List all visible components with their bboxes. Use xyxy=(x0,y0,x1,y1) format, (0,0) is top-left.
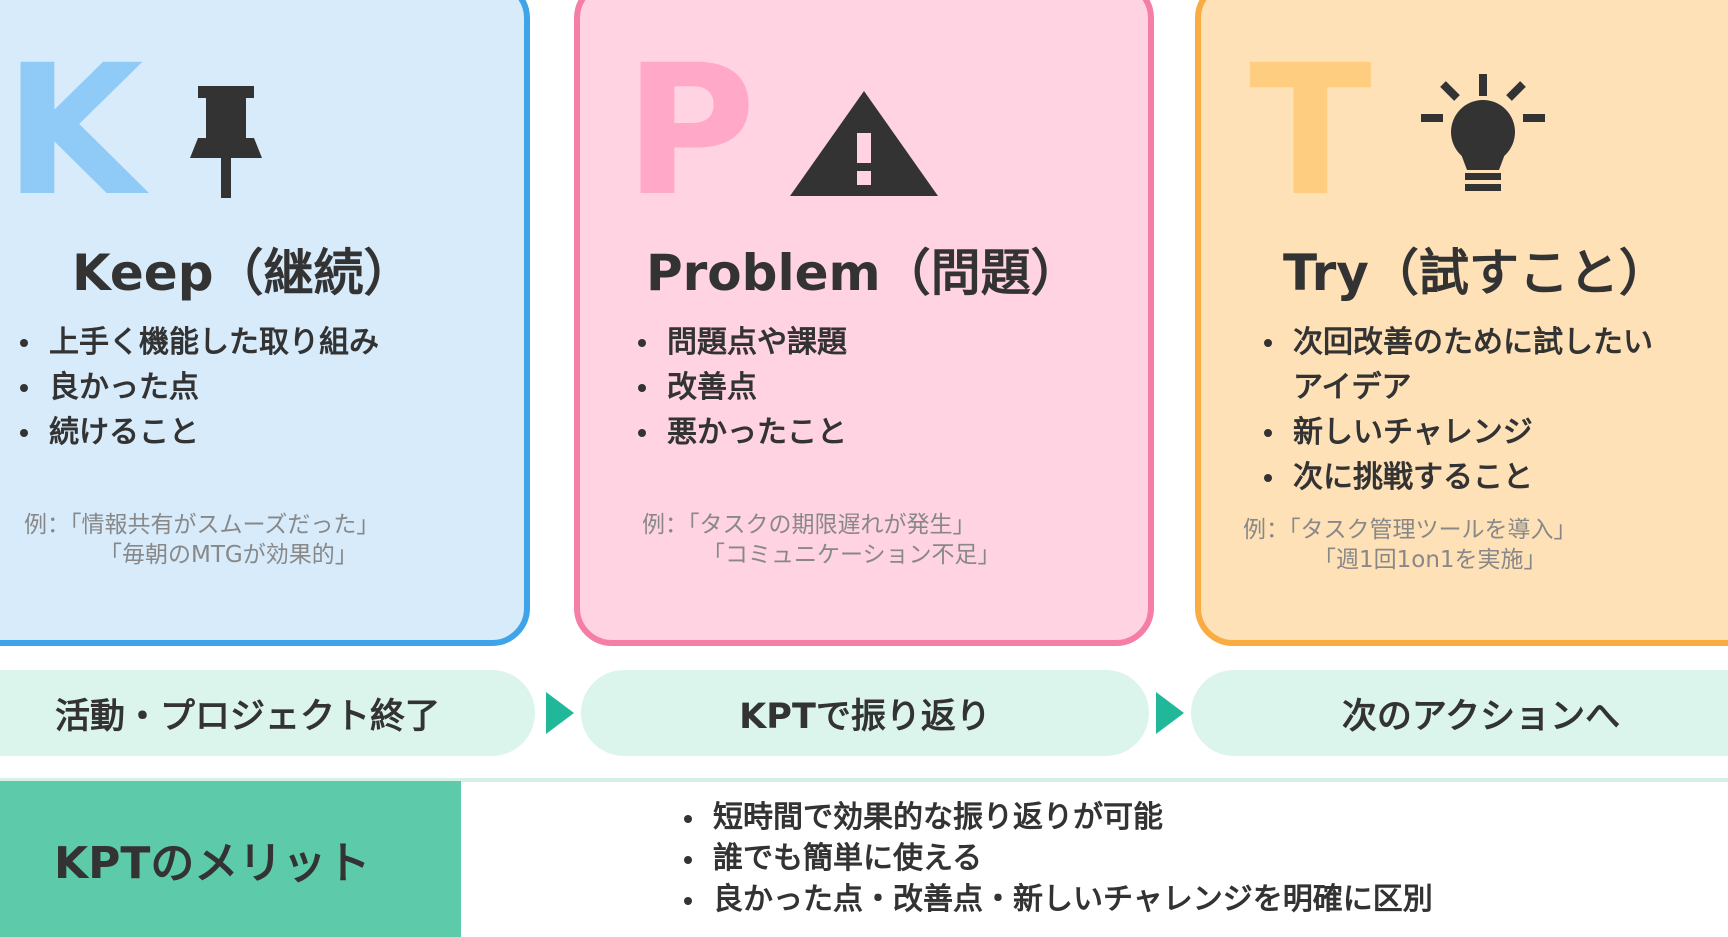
list-item-continuation: アイデア xyxy=(1293,370,1412,405)
keep-card: K Keep（継続） 上手く機能した取り組み 良かった点 続けること 例：「情報… xyxy=(0,0,530,646)
flow-step-review: KPTで振り返り xyxy=(581,670,1149,756)
keep-title: Keep（継続） xyxy=(72,244,414,302)
try-example: 例：「タスク管理ツールを導入」 「週1回1on1を実施」 xyxy=(1243,515,1577,575)
list-item: 新しいチャレンジ xyxy=(1261,410,1653,455)
list-item: 悪かったこと xyxy=(635,410,847,455)
triangle-arrow-right-icon xyxy=(1156,692,1184,734)
list-item: 問題点や課題 xyxy=(635,320,847,365)
problem-card: P Problem（問題） 問題点や課題 改善点 悪かったこと 例：「タスクの期… xyxy=(574,0,1154,646)
merit-label: KPTのメリット xyxy=(54,838,371,889)
example-line: 「週1回1on1を実施」 xyxy=(1313,547,1547,573)
keep-example: 例：「情報共有がスムーズだった」 「毎朝のMTGが効果的」 xyxy=(24,510,379,570)
keep-bullet-list: 上手く機能した取り組み 良かった点 続けること xyxy=(17,320,379,455)
example-line: 例：「情報共有がスムーズだった」 xyxy=(24,512,380,538)
list-item: 次に挑戦すること xyxy=(1261,455,1653,500)
list-item: 改善点 xyxy=(635,365,847,410)
try-card: T Try（試すこと） 次回改善のために試したい アイデア 新しいチャレンジ 次… xyxy=(1195,0,1728,646)
flow-step-finish: 活動・プロジェクト終了 xyxy=(0,670,535,756)
try-bullet-list: 次回改善のために試したい アイデア 新しいチャレンジ 次に挑戦すること xyxy=(1261,320,1653,500)
problem-example: 例：「タスクの期限遅れが発生」 「コミュニケーション不足」 xyxy=(642,510,1001,570)
problem-title: Problem（問題） xyxy=(646,244,1081,302)
keep-letter: K xyxy=(4,27,144,236)
example-line: 例：「タスクの期限遅れが発生」 xyxy=(642,512,976,538)
problem-letter: P xyxy=(624,27,756,236)
try-letter: T xyxy=(1249,27,1372,236)
merit-divider xyxy=(0,778,1728,782)
lightbulb-icon xyxy=(1421,74,1545,191)
warning-icon xyxy=(790,91,938,196)
example-line: 「毎朝のMTGが効果的」 xyxy=(99,542,358,568)
pushpin-icon xyxy=(190,86,262,198)
list-item: 良かった点・改善点・新しいチャレンジを明確に区別 xyxy=(680,879,1433,920)
list-item: 続けること xyxy=(17,410,379,455)
list-item-text: 次回改善のために試したい xyxy=(1293,325,1653,360)
merit-label-box: KPTのメリット xyxy=(0,781,461,937)
problem-bullet-list: 問題点や課題 改善点 悪かったこと xyxy=(635,320,847,455)
try-title: Try（試すこと） xyxy=(1283,244,1669,302)
list-item: 良かった点 xyxy=(17,365,379,410)
example-line: 「コミュニケーション不足」 xyxy=(702,542,1001,568)
list-item: 短時間で効果的な振り返りが可能 xyxy=(680,797,1433,838)
merit-list: 短時間で効果的な振り返りが可能 誰でも簡単に使える 良かった点・改善点・新しいチ… xyxy=(680,797,1433,920)
triangle-arrow-right-icon xyxy=(546,692,574,734)
list-item: 上手く機能した取り組み xyxy=(17,320,379,365)
list-item: 次回改善のために試したい アイデア xyxy=(1261,320,1653,410)
list-item: 誰でも簡単に使える xyxy=(680,838,1433,879)
example-line: 例：「タスク管理ツールを導入」 xyxy=(1243,517,1577,543)
flow-step-next-action: 次のアクションへ xyxy=(1191,670,1728,756)
